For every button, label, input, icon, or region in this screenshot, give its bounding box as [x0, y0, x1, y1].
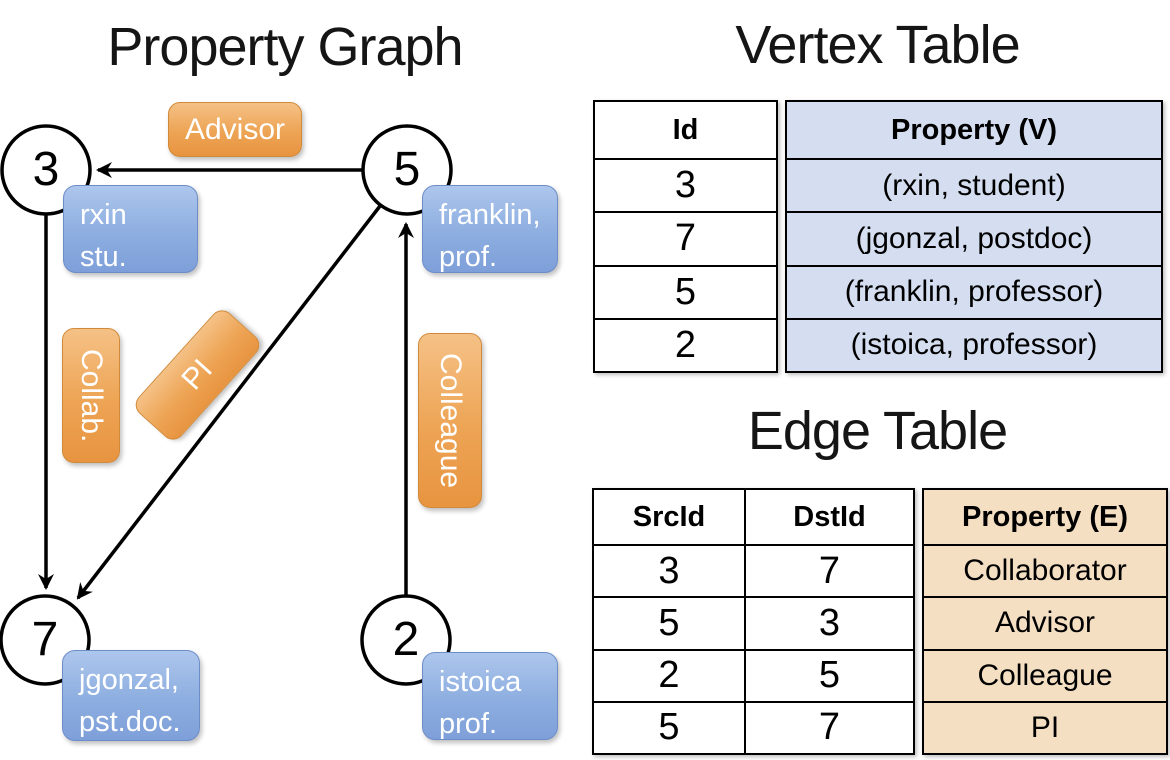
- node-id-3: 3: [32, 143, 60, 196]
- edge-cell-dst: 3: [744, 596, 913, 649]
- node-id-7: 7: [31, 613, 59, 666]
- edge-label-text: Colleague: [434, 352, 467, 489]
- node-id-2: 2: [392, 613, 420, 666]
- node-box-jgonzal: jgonzal, pst.doc.: [62, 650, 200, 741]
- edge-cell-property: Collaborator: [924, 544, 1166, 597]
- vertex-table-property-column: Property (V) (rxin, student) (jgonzal, p…: [785, 100, 1163, 373]
- edge-cell-property: Advisor: [924, 596, 1166, 649]
- edge-cell-src: 3: [594, 544, 744, 596]
- node-box-line: jgonzal,: [79, 664, 179, 696]
- property-graph-title: Property Graph: [107, 17, 463, 77]
- vertex-col-header-property: Property (V): [787, 102, 1161, 158]
- node-box-line: franklin,: [439, 199, 541, 231]
- edge-table-id-columns: SrcId DstId 3 7 5 3 2 5 5 7: [592, 488, 915, 755]
- node-id-5: 5: [393, 143, 421, 196]
- vertex-cell-id: 5: [595, 264, 776, 318]
- edge-col-header-srcid: SrcId: [632, 500, 706, 533]
- vertex-cell-property: (jgonzal, postdoc): [787, 211, 1161, 265]
- edge-label-text: Collab.: [75, 348, 108, 443]
- edge-cell-dst: 5: [744, 648, 913, 701]
- vertex-cell-property: (istoica, professor): [787, 317, 1161, 371]
- vertex-cell-property: (franklin, professor): [787, 264, 1161, 318]
- node-box-line: stu.: [80, 241, 127, 274]
- vertex-cell-id: 3: [595, 158, 776, 211]
- edge-label-text: Advisor: [184, 112, 286, 146]
- vertex-cell-property: (rxin, student): [787, 158, 1161, 212]
- vertex-col-header-id: Id: [672, 113, 699, 146]
- node-box-line: pst.doc.: [79, 706, 181, 739]
- vertex-table-id-column: Id 3 7 5 2: [593, 100, 778, 373]
- edge-col-header-dstid: DstId: [744, 490, 913, 544]
- edge-cell-dst: 7: [744, 544, 913, 597]
- vertex-cell-id: 2: [595, 317, 776, 371]
- node-box-istoica: istoica prof.: [422, 652, 558, 740]
- vertex-table-title: Vertex Table: [735, 15, 1020, 75]
- node-box-line: prof.: [439, 708, 498, 741]
- node-box-line: rxin: [80, 199, 127, 231]
- edge-table-property-column: Property (E) Collaborator Advisor Collea…: [922, 488, 1168, 755]
- edge-5-to-7: [76, 204, 382, 600]
- edge-table-title: Edge Table: [747, 401, 1008, 461]
- edge-cell-src: 5: [594, 596, 744, 648]
- edge-cell-property: PI: [924, 700, 1166, 753]
- edge-label-advisor: Advisor: [168, 102, 302, 157]
- edge-cell-src: 5: [594, 700, 744, 753]
- edge-cell-dst: 7: [744, 700, 913, 753]
- node-box-line: istoica: [439, 666, 522, 698]
- node-box-rxin: rxin stu.: [63, 185, 198, 273]
- edge-label-colleague: Colleague: [418, 333, 482, 508]
- node-box-franklin: franklin, prof.: [422, 185, 558, 273]
- edge-cell-src: 2: [594, 648, 744, 701]
- edge-label-text: PI: [175, 353, 219, 397]
- edge-label-collab: Collab.: [62, 328, 120, 463]
- edge-col-header-property: Property (E): [924, 490, 1166, 544]
- node-box-line: prof.: [439, 241, 498, 274]
- edge-cell-property: Colleague: [924, 648, 1166, 701]
- vertex-cell-id: 7: [595, 211, 776, 264]
